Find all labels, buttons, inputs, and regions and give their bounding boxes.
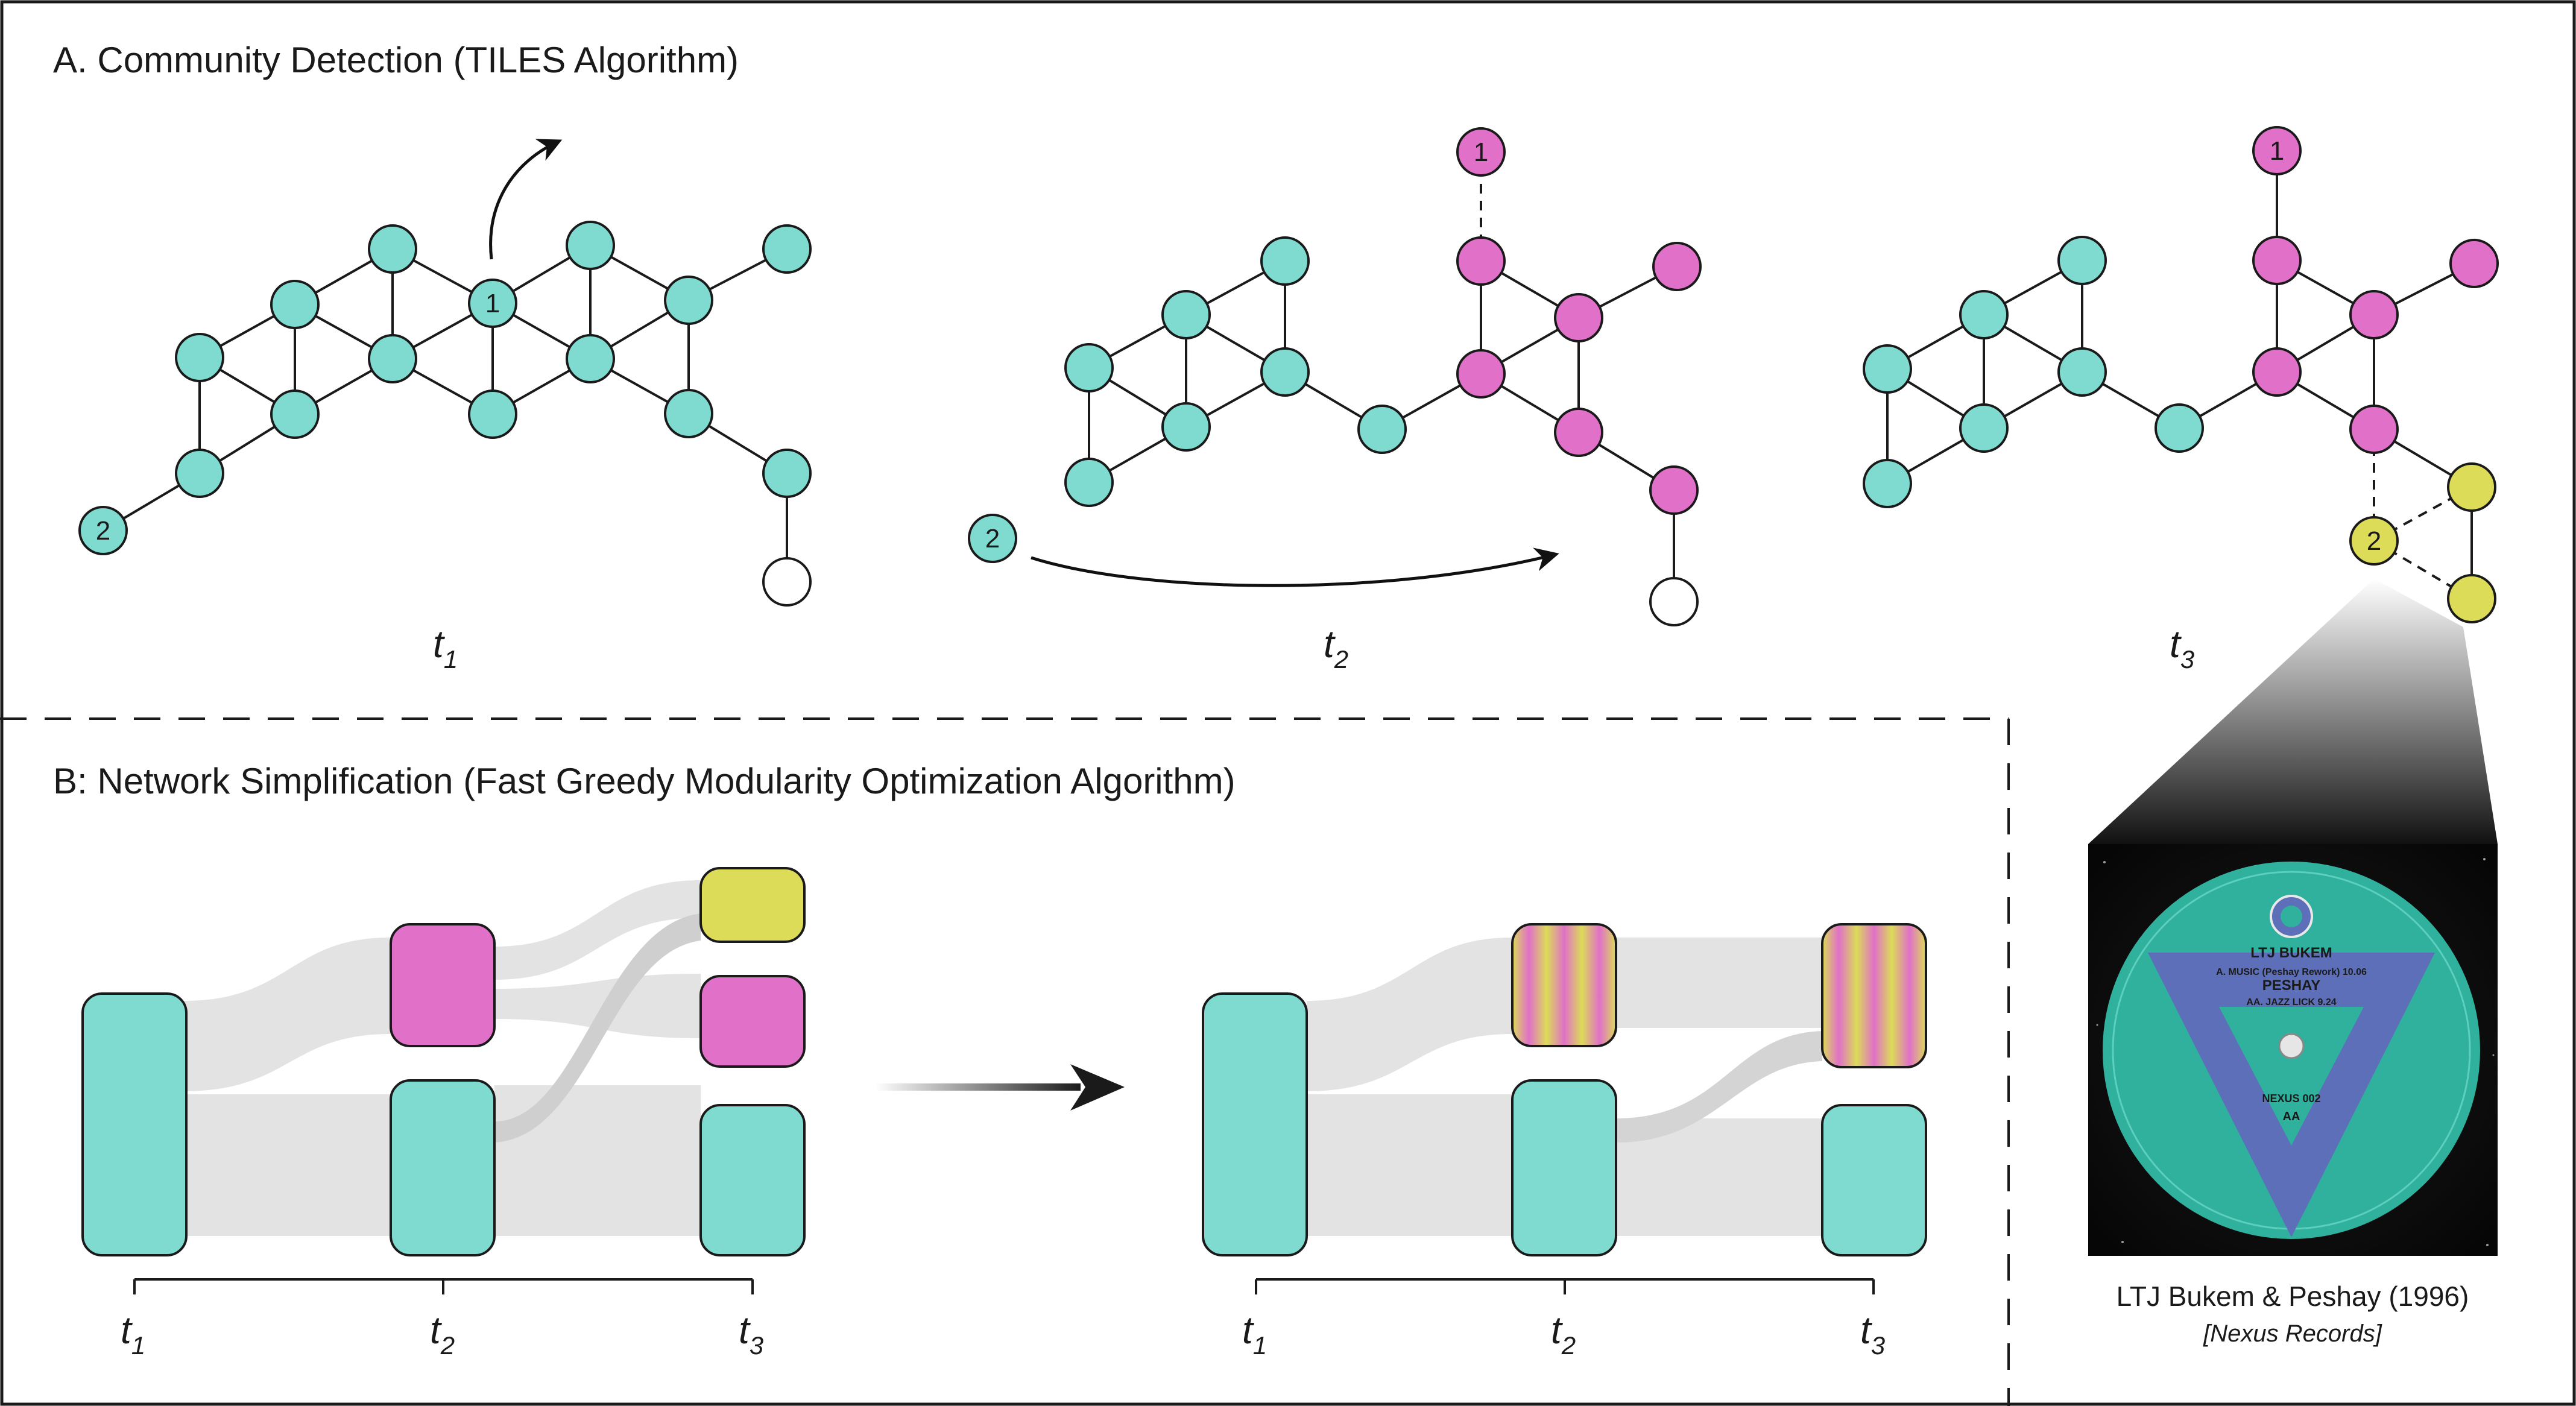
node-label-2-t3: 2	[2367, 526, 2381, 556]
alluvial-node-t3-yellow	[699, 867, 806, 943]
alluvial-left-nodes	[81, 867, 806, 1256]
node-label-2-t1: 2	[96, 516, 110, 546]
alluvial-node-t2-community	[390, 923, 496, 1047]
transform-arrow-shaft	[876, 1083, 1081, 1091]
simplified-node-t3-merged	[1821, 923, 1927, 1068]
alluvial-node-t3-magenta	[699, 975, 806, 1068]
leave-arrow	[489, 139, 563, 260]
panel-a-title: A. Community Detection (TILES Algorithm)	[53, 40, 739, 80]
node-label-1-t1: 1	[485, 289, 500, 318]
alluvial-node-t2-main	[390, 1079, 496, 1256]
nodes-t3	[1863, 126, 2499, 623]
panel-b-right-time-label-t1: t1	[1242, 1308, 1267, 1360]
axis-right	[1255, 1278, 1875, 1294]
simplified-node-t1	[1202, 992, 1308, 1256]
record-artist-2: PESHAY	[2262, 977, 2321, 994]
transform-arrow-head	[1070, 1064, 1125, 1111]
record-stars	[2096, 858, 2495, 1246]
nodes-t1	[78, 221, 812, 607]
node-label-1-t2: 1	[1474, 137, 1488, 167]
node-label-1-t3: 1	[2270, 136, 2284, 166]
alluvial-node-t1	[81, 992, 188, 1256]
simplified-node-t2-merged	[1511, 923, 1617, 1047]
record-image: LTJ BUKEM A. MUSIC (Peshay Rework) 10.06…	[2088, 844, 2498, 1256]
record-side: AA	[2283, 1110, 2300, 1123]
panel-b-left-time-label-t2: t2	[430, 1308, 455, 1360]
network-t2	[1088, 152, 1678, 602]
panel-b-left-time-label-t3: t3	[739, 1308, 763, 1360]
panel-b-right-time-label-t2: t2	[1551, 1308, 1576, 1360]
simplified-node-t3-main	[1821, 1104, 1927, 1256]
panel-a-time-label-t3: t3	[2170, 622, 2194, 673]
panel-b-title: B: Network Simplification (Fast Greedy M…	[53, 761, 1236, 801]
panel-b-left-time-label-t1: t1	[121, 1308, 145, 1360]
nodes-t2	[968, 127, 1702, 626]
zoom-wedge	[2088, 579, 2498, 844]
record-spindle-hole	[2278, 1033, 2305, 1059]
record-track-a: A. MUSIC (Peshay Rework) 10.06	[2216, 967, 2367, 977]
record-catalog: NEXUS 002	[2262, 1092, 2320, 1105]
record-caption: LTJ Bukem & Peshay (1996)	[2117, 1281, 2469, 1312]
node-label-2-t2: 2	[985, 524, 1000, 553]
move-arrow	[1031, 547, 1559, 587]
panel-a-time-label-t2: t2	[1324, 622, 1348, 673]
record-subcaption: [Nexus Records]	[2203, 1320, 2382, 1347]
panel-b-right-time-label-t3: t3	[1860, 1308, 1885, 1360]
record-track-aa: AA. JAZZ LICK 9.24	[2246, 997, 2336, 1007]
alluvial-node-t3-main	[699, 1104, 806, 1256]
record-artist: LTJ BUKEM	[2250, 945, 2332, 961]
alluvial-right-flows	[1307, 938, 1822, 1236]
simplified-node-t2-main	[1511, 1079, 1617, 1256]
axis-left	[133, 1278, 754, 1294]
alluvial-right-nodes	[1202, 923, 1927, 1256]
alluvial-left-flows	[184, 880, 701, 1236]
panel-a-time-label-t1: t1	[433, 622, 458, 673]
